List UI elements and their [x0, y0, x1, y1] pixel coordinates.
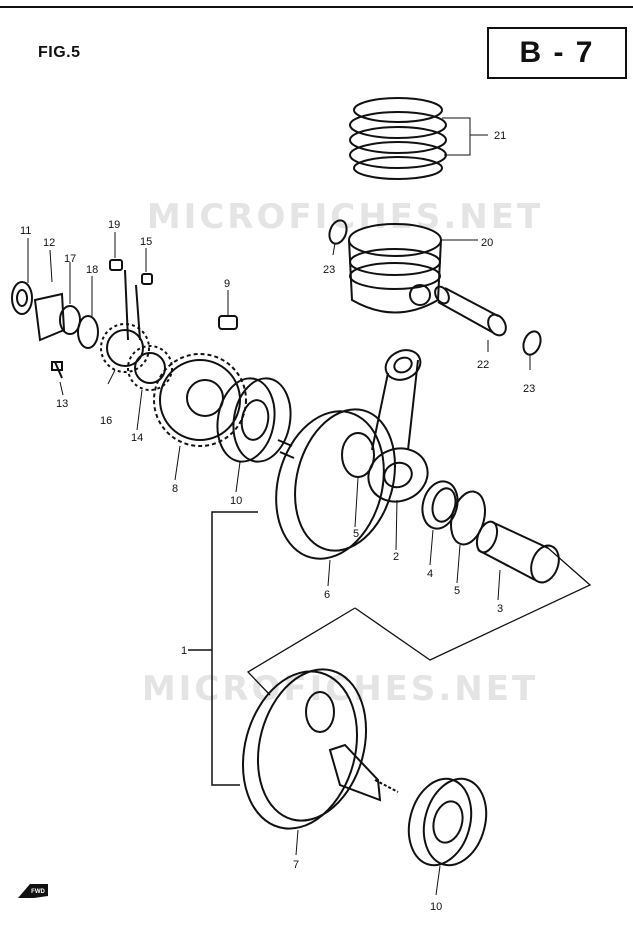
- callout-6: 6: [324, 589, 330, 601]
- crank-wheel-right: [241, 668, 399, 830]
- thrust-washer-right: [450, 490, 486, 546]
- primary-drive-gear: [153, 353, 247, 447]
- callout-1: 1: [181, 645, 187, 657]
- callout-5a: 5: [353, 528, 359, 540]
- lock-plate: [33, 292, 66, 342]
- pin-15: [141, 273, 153, 285]
- piston-rings: [349, 97, 447, 180]
- washer: [77, 315, 99, 349]
- fwd-arrow-icon: FWD: [18, 884, 48, 898]
- oil-seal: [11, 281, 33, 315]
- callout-23-left: 23: [323, 264, 335, 276]
- callout-8: 8: [172, 483, 178, 495]
- connecting-rod: [367, 349, 429, 503]
- callout-11: 11: [20, 225, 31, 237]
- callout-15: 15: [140, 236, 152, 248]
- callout-22: 22: [477, 359, 489, 371]
- callout-10-upper: 10: [230, 495, 242, 507]
- assembly-bracket: [211, 511, 258, 786]
- piston: [348, 223, 442, 314]
- bolt-head: [51, 361, 63, 371]
- page-code-box: B - 7: [487, 27, 627, 79]
- woodruff-key: [218, 315, 238, 330]
- parts-drawing: [11, 97, 592, 896]
- callout-7: 7: [293, 859, 299, 871]
- callout-20: 20: [481, 237, 493, 249]
- callout-17: 17: [64, 253, 76, 265]
- callout-19: 19: [108, 219, 120, 231]
- callout-4: 4: [427, 568, 433, 580]
- watermark-top: MICROFICHES.NET: [147, 197, 543, 237]
- callout-23-right: 23: [523, 383, 535, 395]
- callout-3: 3: [497, 603, 503, 615]
- callout-21: 21: [494, 130, 506, 142]
- leader-lines: [27, 117, 531, 896]
- callout-13: 13: [56, 398, 68, 410]
- fwd-label: FWD: [31, 889, 45, 895]
- main-bearing-lower: [407, 777, 488, 867]
- callout-5b: 5: [454, 585, 460, 597]
- callout-16: 16: [100, 415, 112, 427]
- main-bearing-upper: [216, 377, 292, 463]
- piston-pin: [434, 285, 507, 337]
- callout-10-lower: 10: [430, 901, 442, 913]
- callout-numbers: 1 2 3 4 5 5 6 7 8 9 10 10 11 12 13 14 15…: [20, 130, 535, 913]
- watermark-bottom: MICROFICHES.NET: [142, 669, 538, 709]
- pin-19: [109, 259, 123, 271]
- circlip-left: [328, 219, 348, 245]
- balancer-gears: [100, 323, 173, 391]
- callout-2: 2: [393, 551, 399, 563]
- crank-pin: [475, 520, 560, 584]
- nut: [59, 305, 81, 335]
- circlip-right: [522, 330, 542, 356]
- callout-9: 9: [224, 278, 230, 290]
- crank-wheel-left: [275, 408, 396, 560]
- callout-14: 14: [131, 432, 143, 444]
- page-code: B - 7: [519, 36, 595, 69]
- callout-18: 18: [86, 264, 98, 276]
- alignment-lines: [246, 547, 592, 696]
- pin-leaders: [124, 269, 141, 341]
- figure-label: FIG.5: [38, 44, 81, 61]
- top-rule: [0, 6, 633, 8]
- callout-12: 12: [43, 237, 55, 249]
